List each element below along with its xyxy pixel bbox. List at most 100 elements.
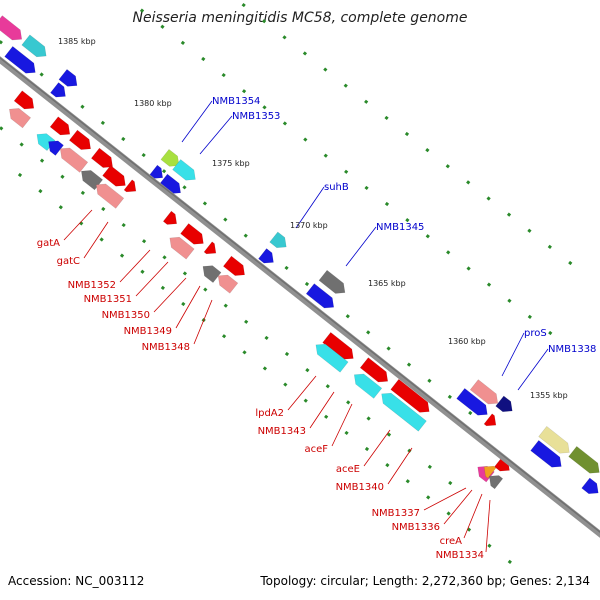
gene-feature[interactable] bbox=[50, 82, 69, 102]
gene-feature[interactable] bbox=[21, 34, 50, 61]
gene-label-reverse[interactable]: aceF bbox=[304, 444, 328, 455]
gene-label-forward[interactable]: NMB1345 bbox=[376, 222, 424, 233]
gene-feature[interactable] bbox=[68, 129, 94, 154]
tick-mark bbox=[241, 2, 246, 8]
label-leader-line bbox=[287, 375, 317, 411]
genome-summary-text: Topology: circular; Length: 2,272,360 bp… bbox=[260, 574, 590, 588]
tick-mark bbox=[344, 169, 349, 174]
gene-label-reverse[interactable]: NMB1340 bbox=[336, 482, 384, 493]
gene-feature[interactable] bbox=[469, 379, 502, 409]
tick-mark bbox=[323, 67, 328, 72]
gene-feature[interactable] bbox=[203, 241, 220, 258]
gene-feature[interactable] bbox=[456, 388, 492, 419]
tick-mark bbox=[466, 266, 471, 271]
tick-mark bbox=[366, 416, 371, 421]
tick-mark bbox=[384, 115, 389, 121]
gene-feature[interactable] bbox=[318, 269, 349, 298]
gene-feature[interactable] bbox=[538, 426, 574, 457]
gene-feature[interactable] bbox=[166, 233, 195, 260]
gene-feature[interactable] bbox=[172, 159, 200, 184]
gene-feature[interactable] bbox=[92, 180, 125, 209]
gene-feature[interactable] bbox=[56, 144, 89, 173]
tick-mark bbox=[385, 463, 390, 468]
gene-feature[interactable] bbox=[4, 46, 40, 77]
gene-feature[interactable] bbox=[258, 248, 277, 268]
gene-label-reverse[interactable]: creA bbox=[440, 536, 463, 547]
label-leader-line bbox=[363, 429, 391, 467]
gene-feature[interactable] bbox=[269, 231, 291, 252]
gene-label-forward[interactable]: NMB1354 bbox=[212, 96, 260, 107]
tick-mark bbox=[99, 237, 104, 242]
tick-mark bbox=[282, 121, 288, 126]
tick-mark bbox=[364, 185, 369, 191]
gene-label-forward[interactable]: NMB1353 bbox=[232, 111, 280, 122]
gene-label-reverse[interactable]: NMB1350 bbox=[102, 310, 150, 321]
tick-mark bbox=[39, 72, 44, 77]
gene-feature[interactable] bbox=[0, 15, 26, 45]
gene-feature[interactable] bbox=[13, 90, 38, 114]
gene-feature[interactable] bbox=[322, 332, 358, 363]
gene-feature[interactable] bbox=[568, 446, 600, 477]
gene-feature[interactable] bbox=[44, 137, 64, 156]
gene-feature[interactable] bbox=[158, 173, 184, 198]
gene-label-forward[interactable]: NMB1338 bbox=[548, 344, 596, 355]
tick-mark bbox=[325, 384, 330, 389]
genome-backbone-shade bbox=[0, 56, 600, 534]
label-leader-line bbox=[387, 447, 413, 485]
genome-backbone bbox=[0, 56, 600, 538]
gene-label-reverse[interactable]: NMB1348 bbox=[142, 342, 190, 353]
gene-feature[interactable] bbox=[180, 223, 208, 248]
gene-feature[interactable] bbox=[33, 129, 56, 152]
gene-label-forward[interactable]: suhB bbox=[324, 182, 349, 193]
gene-feature[interactable] bbox=[123, 179, 140, 196]
gene-label-reverse[interactable]: NMB1351 bbox=[84, 294, 132, 305]
gene-feature[interactable] bbox=[90, 147, 116, 172]
gene-feature[interactable] bbox=[5, 104, 32, 129]
gene-label-reverse[interactable]: NMB1337 bbox=[372, 508, 420, 519]
gene-feature[interactable] bbox=[102, 165, 130, 190]
gene-label-reverse[interactable]: gatC bbox=[57, 256, 80, 267]
gene-feature[interactable] bbox=[222, 255, 248, 280]
gene-label-reverse[interactable]: gatA bbox=[37, 238, 60, 249]
gene-feature[interactable] bbox=[483, 413, 500, 430]
gene-label-reverse[interactable]: NMB1334 bbox=[436, 550, 484, 561]
gene-feature[interactable] bbox=[378, 389, 427, 432]
gene-label-reverse[interactable]: NMB1352 bbox=[68, 280, 116, 291]
gene-feature[interactable] bbox=[359, 357, 392, 387]
tick-mark bbox=[446, 511, 451, 516]
tick-mark bbox=[264, 335, 269, 341]
gene-label-reverse[interactable]: lpdA2 bbox=[255, 408, 284, 419]
gene-feature[interactable] bbox=[214, 271, 239, 294]
gene-feature[interactable] bbox=[390, 378, 434, 416]
gene-label-reverse[interactable]: NMB1336 bbox=[392, 522, 440, 533]
gene-feature[interactable] bbox=[162, 210, 180, 229]
gene-label-reverse[interactable]: NMB1349 bbox=[124, 326, 172, 337]
tick-mark bbox=[101, 206, 106, 212]
gene-label-forward[interactable]: proS bbox=[524, 328, 547, 339]
gene-feature[interactable] bbox=[148, 164, 166, 183]
gene-feature[interactable] bbox=[480, 462, 497, 479]
gene-feature[interactable] bbox=[49, 116, 74, 140]
tick-mark bbox=[261, 19, 267, 24]
tick-mark bbox=[486, 196, 491, 201]
gene-feature[interactable] bbox=[160, 148, 183, 170]
gene-feature[interactable] bbox=[350, 370, 383, 399]
gene-feature[interactable] bbox=[305, 283, 338, 313]
gene-feature[interactable] bbox=[199, 261, 222, 284]
gene-feature[interactable] bbox=[495, 395, 517, 416]
gene-feature[interactable] bbox=[58, 68, 81, 90]
gene-feature[interactable] bbox=[485, 471, 504, 490]
tick-mark bbox=[507, 298, 512, 303]
label-leader-line bbox=[181, 100, 213, 143]
label-leader-line bbox=[443, 489, 473, 525]
gene-feature[interactable] bbox=[530, 440, 566, 471]
tick-mark bbox=[426, 495, 431, 500]
scale-label: 1365 kbp bbox=[368, 279, 406, 288]
gene-label-reverse[interactable]: NMB1343 bbox=[258, 426, 306, 437]
tick-mark bbox=[119, 253, 125, 258]
tick-mark bbox=[121, 136, 126, 142]
gene-label-reverse[interactable]: aceE bbox=[336, 464, 360, 475]
gene-feature[interactable] bbox=[312, 340, 349, 373]
gene-feature[interactable] bbox=[581, 477, 600, 498]
